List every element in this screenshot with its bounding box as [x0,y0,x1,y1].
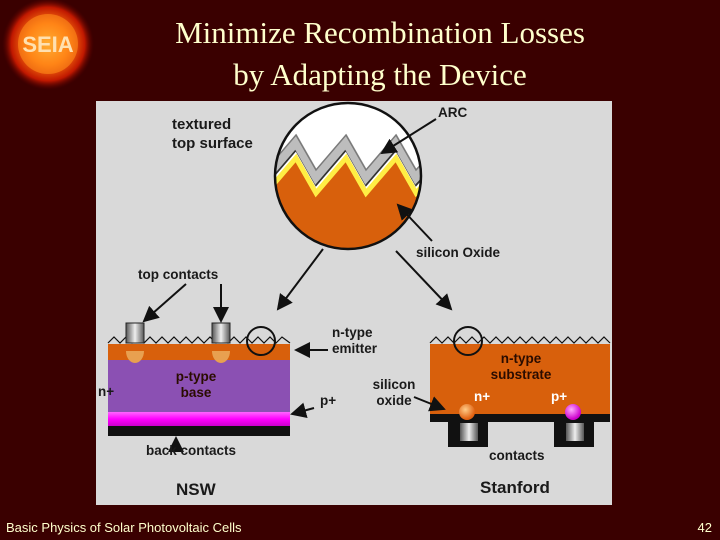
seia-logo: SEIA [0,0,100,96]
diagram-graphics [107,101,611,452]
label-silicon-oxide-2: silicon oxide [372,377,416,408]
title-line-2: by Adapting the Device [233,57,527,92]
label-contacts: contacts [489,448,545,463]
stanford-cell [429,326,611,447]
logo-text: SEIA [22,32,73,57]
label-ntype-emitter: n-type emitter [332,325,378,356]
slide-number: 42 [697,520,712,535]
label-stanford: Stanford [480,478,550,497]
nsw-cell [107,322,291,436]
label-ntype-substrate: n-type substrate [490,351,552,382]
label-back-contacts: back contacts [146,443,237,458]
label-stanford-p-plus: p+ [551,389,568,404]
footer-course-title: Basic Physics of Solar Photovoltaic Cell… [6,520,242,535]
label-ptype-base: p-type base [175,369,217,400]
label-stanford-n-plus: n+ [474,389,491,404]
label-silicon-oxide: silicon Oxide [416,245,501,260]
label-arc: ARC [438,105,468,120]
label-textured: textured top surface [172,116,253,152]
label-nsw: NSW [176,480,216,499]
device-diagram: textured top surface ARC silicon Oxide t… [96,101,612,505]
label-p-plus: p+ [320,393,337,408]
label-top-contacts: top contacts [138,267,219,282]
slide-title: Minimize Recombination Losses by Adaptin… [110,12,650,96]
title-line-1: Minimize Recombination Losses [175,15,585,50]
label-n-plus: n+ [98,384,115,399]
textured-surface-zoom [275,103,421,249]
